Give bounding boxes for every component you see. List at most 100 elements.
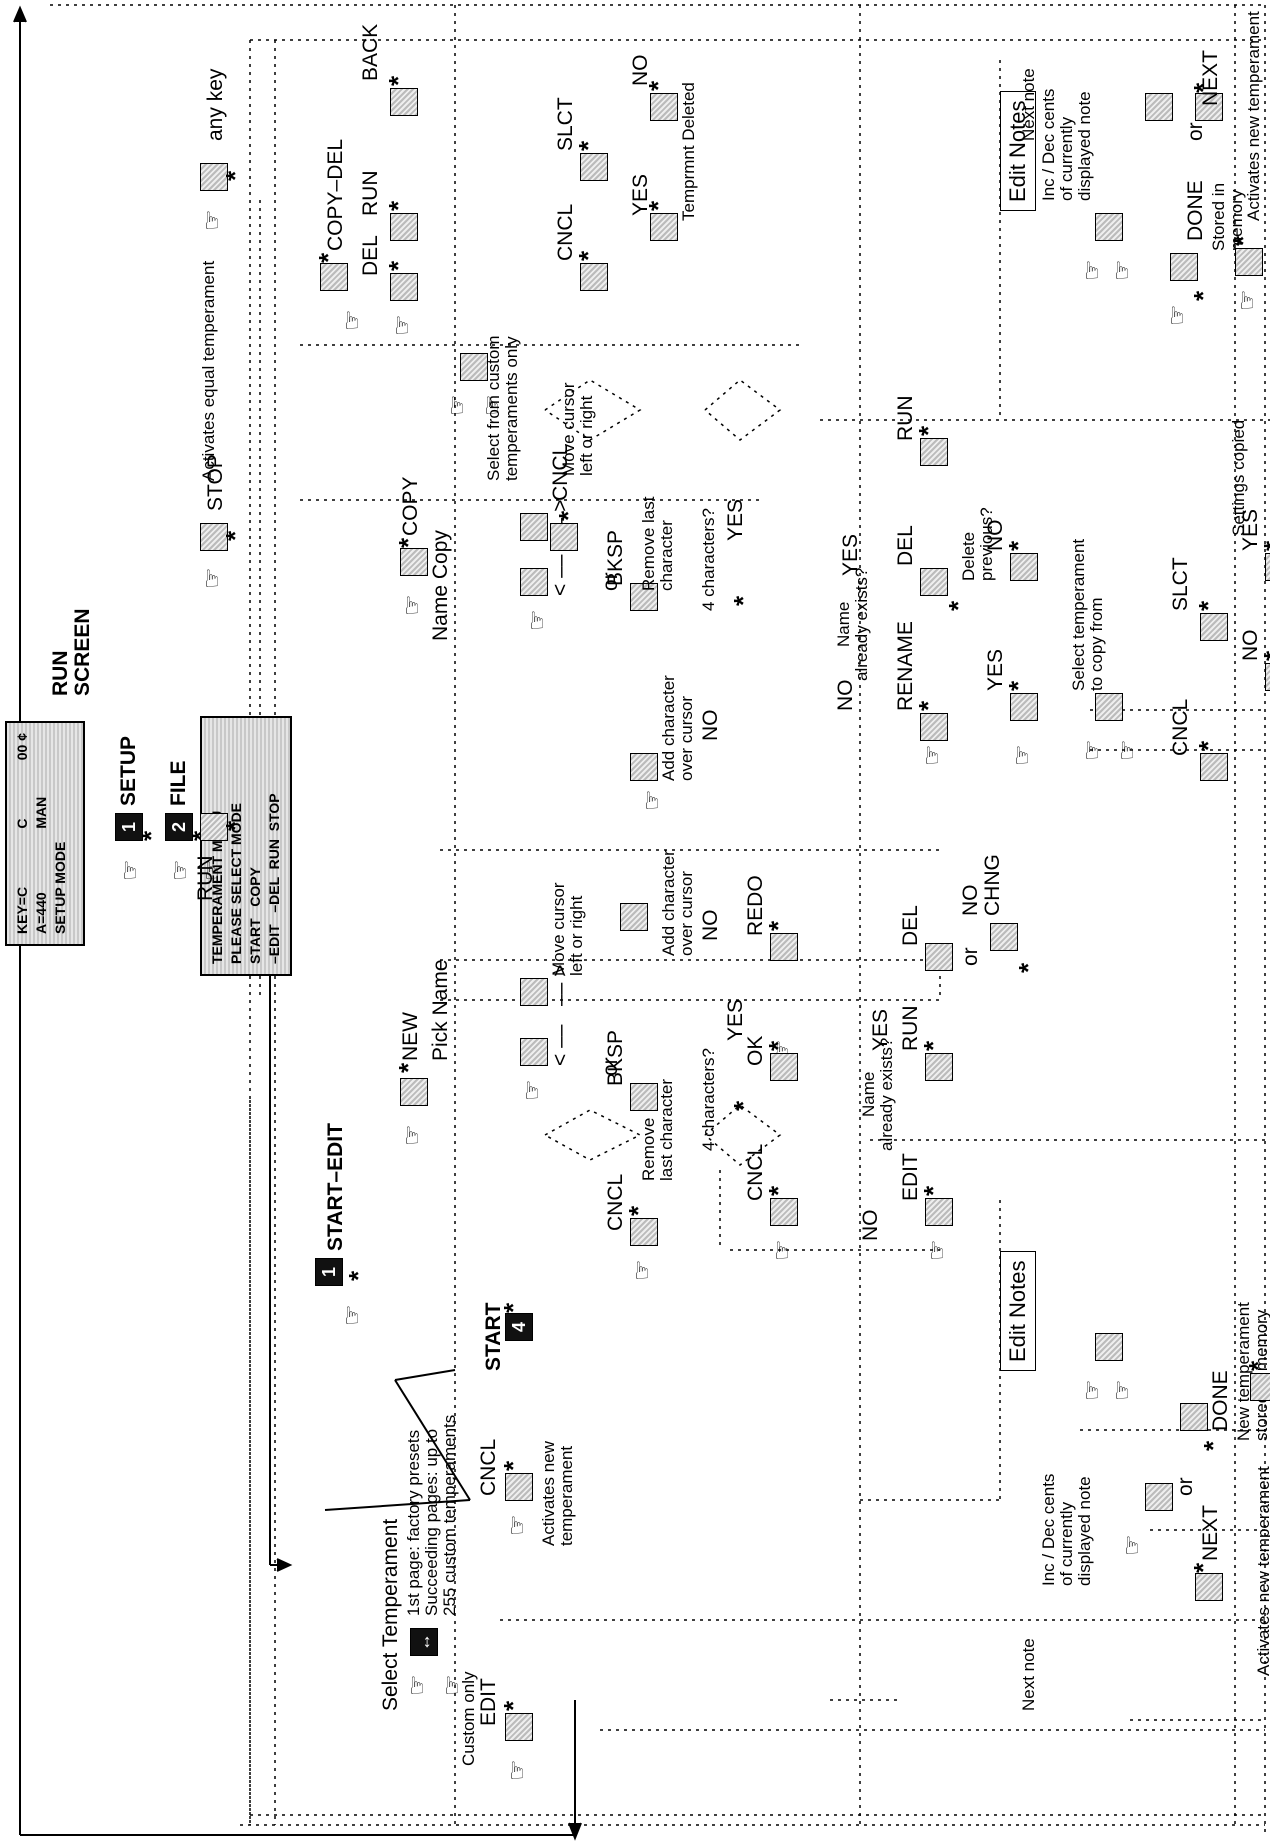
done-label: DONE (1184, 180, 1207, 241)
pointing-hand-icon: ☞ (1108, 1379, 1136, 1401)
pointing-hand-icon: ☞ (503, 1759, 531, 1781)
inc-dec-key-button[interactable] (1095, 1333, 1123, 1361)
asterisk-icon: * (763, 1040, 793, 1051)
next-key-button[interactable] (1195, 1573, 1223, 1601)
pointing-hand-icon: ☞ (166, 859, 194, 881)
back-key-button[interactable] (390, 88, 418, 116)
enter-next-key-button[interactable] (1145, 1483, 1173, 1511)
equal-temperament-note: Activates equal temperament (199, 260, 218, 481)
asterisk-icon: * (498, 1460, 528, 1471)
cncl-label: CNCL (554, 203, 577, 261)
yes-label: YES (629, 173, 652, 216)
new-stored-note: New temperament stored in memory (1234, 1302, 1270, 1441)
enter-next-key-button[interactable] (1145, 93, 1173, 121)
pointing-hand-icon: ☞ (518, 1079, 546, 1101)
cncl2-key-button[interactable] (630, 1218, 658, 1246)
del-key-button[interactable] (925, 943, 953, 971)
run-key-button[interactable] (390, 213, 418, 241)
cncl2-key-button[interactable] (1200, 753, 1228, 781)
no-key-button[interactable] (650, 93, 678, 121)
cncl2-label: CNCL (604, 1173, 627, 1231)
redo-key-button[interactable] (770, 933, 798, 961)
yes3-key-button[interactable] (1265, 553, 1270, 581)
right-arrow-key-button[interactable] (520, 513, 548, 541)
no-chng-label: NO CHNG (959, 854, 1005, 916)
run2-key-button[interactable] (925, 1053, 953, 1081)
del-key-button[interactable] (920, 568, 948, 596)
enter-done-key-button[interactable] (1235, 248, 1263, 276)
enter-done-key-button[interactable] (1250, 1373, 1270, 1401)
pick-name-label: Pick Name (429, 959, 452, 1061)
pointing-hand-icon: ☞ (1078, 1379, 1106, 1401)
right-arrow-key-button[interactable] (520, 978, 548, 1006)
cncl-key-button[interactable] (580, 263, 608, 291)
edit-label: EDIT (477, 1678, 500, 1726)
no3-key-button[interactable] (1265, 663, 1270, 691)
pointing-hand-icon: ☞ (116, 859, 144, 881)
yes2-key-button[interactable] (1010, 693, 1038, 721)
asterisk-icon: * (383, 75, 413, 86)
cncl-key-button[interactable] (550, 523, 578, 551)
edit-notes-box: Edit Notes (1000, 1251, 1036, 1371)
add-char-note: Add character over cursor (659, 675, 696, 781)
done-key-button[interactable] (1170, 253, 1198, 281)
start-edit-title: START–EDIT (324, 1123, 347, 1251)
yes-label: YES (839, 533, 862, 576)
yes-key-button[interactable] (650, 213, 678, 241)
yes-label: YES (724, 998, 747, 1041)
copy-del-key-button[interactable] (320, 263, 348, 291)
start-key-button[interactable]: 4 (505, 1313, 533, 1341)
edit2-key-button[interactable] (925, 1198, 953, 1226)
slct-key-button[interactable] (580, 153, 608, 181)
rename-label: RENAME (894, 621, 917, 711)
pointing-hand-icon: ☞ (1118, 1534, 1146, 1556)
done-key-button[interactable] (1180, 1403, 1208, 1431)
enter-key-button[interactable] (630, 753, 658, 781)
rename-key-button[interactable] (920, 713, 948, 741)
enter-key-button[interactable] (620, 903, 648, 931)
pointing-hand-icon: ☞ (478, 394, 506, 416)
slct-key-button[interactable] (1200, 613, 1228, 641)
start-edit-key-button[interactable]: 1 (315, 1258, 343, 1286)
cncl-key-button[interactable] (505, 1473, 533, 1501)
copy-key-button[interactable] (400, 548, 428, 576)
select-key-button[interactable] (460, 353, 488, 381)
del-key-button[interactable] (390, 273, 418, 301)
select-copy-key-button[interactable] (1095, 693, 1123, 721)
pointing-hand-icon: ☞ (443, 394, 471, 416)
run-label: RUN (894, 395, 917, 442)
asterisk-icon: * (943, 600, 973, 611)
pointing-hand-icon: ☞ (503, 1514, 531, 1536)
asterisk-icon: * (1013, 962, 1043, 973)
left-right-arrow-key-icon[interactable]: ↔ (410, 1628, 438, 1656)
four-characters-decision: 4 characters? (699, 1048, 718, 1151)
no2-key-button[interactable] (1010, 553, 1038, 581)
new-key-button[interactable] (400, 1078, 428, 1106)
edit-key-button[interactable] (505, 1713, 533, 1741)
temprmnt-deleted-note: Temprmnt Deleted (679, 82, 698, 221)
any-key-label: any key (204, 68, 227, 141)
no-chng-key-button[interactable] (990, 923, 1018, 951)
bksp-key-button[interactable] (630, 1083, 658, 1111)
ok-key-button[interactable] (770, 1053, 798, 1081)
or-label: or (959, 947, 982, 966)
pointing-hand-icon: ☞ (1078, 739, 1106, 761)
setup-label: SETUP (117, 735, 140, 806)
no3-label: NO (1239, 629, 1262, 662)
left-arrow-key-button[interactable] (520, 568, 548, 596)
asterisk-icon: * (623, 1205, 653, 1216)
no-label: NO (834, 679, 857, 712)
pointing-hand-icon: ☞ (523, 609, 551, 631)
temperament-menu-display: TEMPERAMENT MENU PLEASE SELECT MODE STAR… (200, 716, 292, 976)
asterisk-icon: * (1228, 235, 1258, 246)
inc-dec-key-button[interactable] (1095, 213, 1123, 241)
run-key-button[interactable] (920, 438, 948, 466)
pointing-hand-icon: ☞ (198, 209, 226, 231)
asterisk-icon: * (383, 200, 413, 211)
run-label: RUN (194, 855, 217, 902)
left-arrow-key-button[interactable] (520, 1038, 548, 1066)
cncl3-key-button[interactable] (770, 1198, 798, 1226)
pointing-hand-icon: ☞ (338, 1304, 366, 1326)
